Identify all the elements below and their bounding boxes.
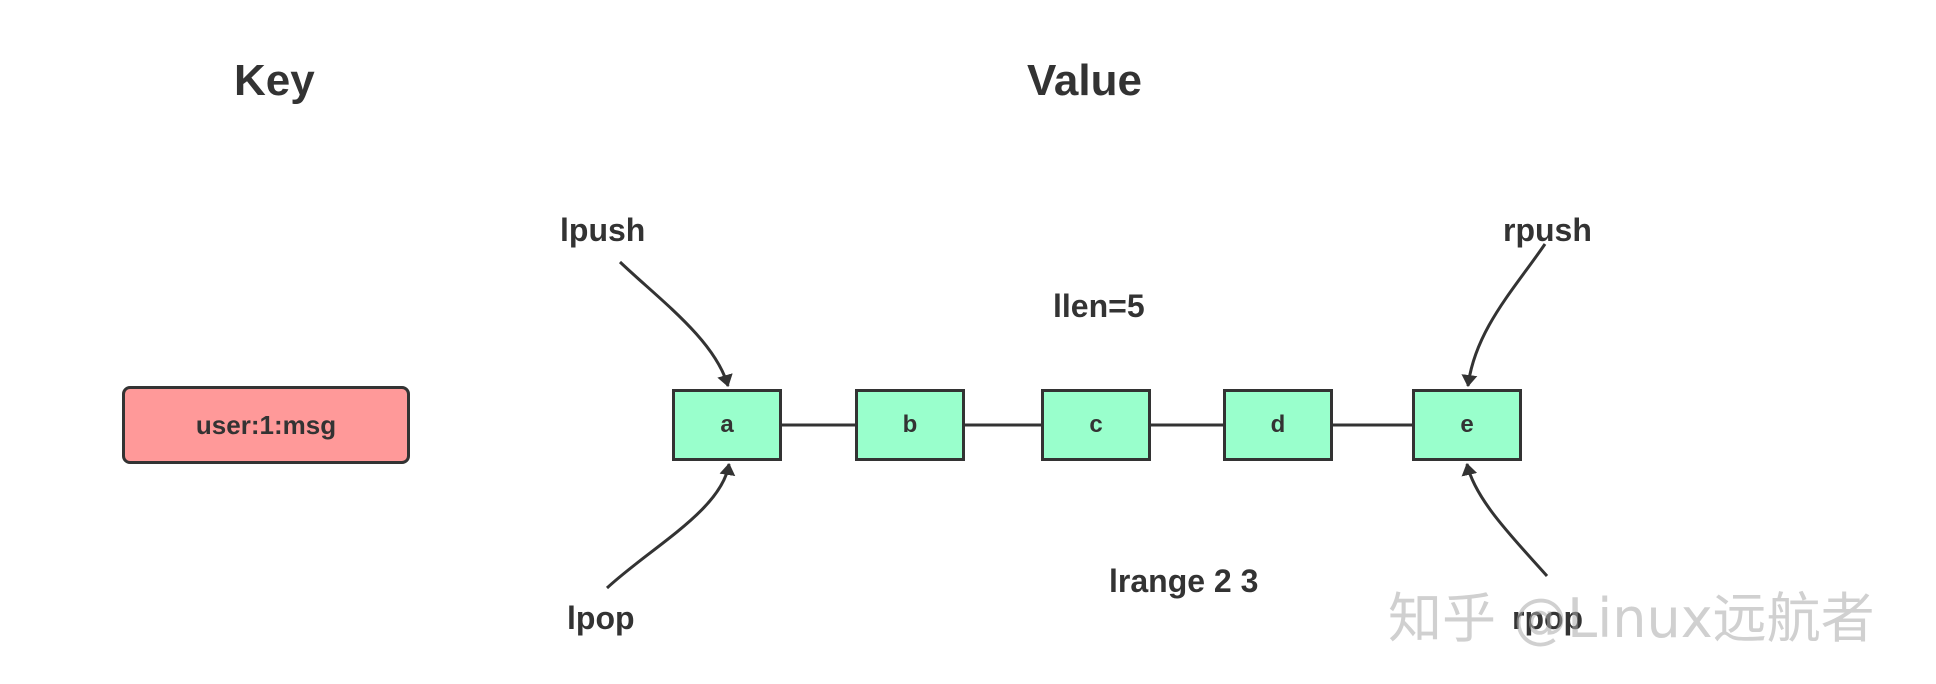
lpop-arrow — [605, 463, 736, 590]
rpop-label: rpop — [1512, 600, 1584, 636]
lpush-label: lpush — [560, 212, 646, 248]
key-heading: Key — [234, 56, 315, 105]
value-heading: Value — [1027, 56, 1142, 105]
list-node-c: c — [1041, 389, 1151, 461]
lrange-annotation: lrange 2 3 — [1109, 563, 1259, 599]
rpush-label: rpush — [1503, 212, 1592, 248]
lpush-arrow — [618, 260, 733, 387]
rpush-arrow — [1461, 243, 1547, 387]
watermark: 知乎 @Linux远航者 — [1388, 587, 1875, 650]
llen-annotation: llen=5 — [1053, 288, 1145, 324]
lpop-label: lpop — [567, 600, 635, 636]
list-node-a: a — [672, 389, 782, 461]
list-node-b: b — [855, 389, 965, 461]
list-node-d: d — [1223, 389, 1333, 461]
list-node-e: e — [1412, 389, 1522, 461]
key-box: user:1:msg — [122, 386, 410, 464]
rpop-arrow — [1461, 463, 1549, 577]
